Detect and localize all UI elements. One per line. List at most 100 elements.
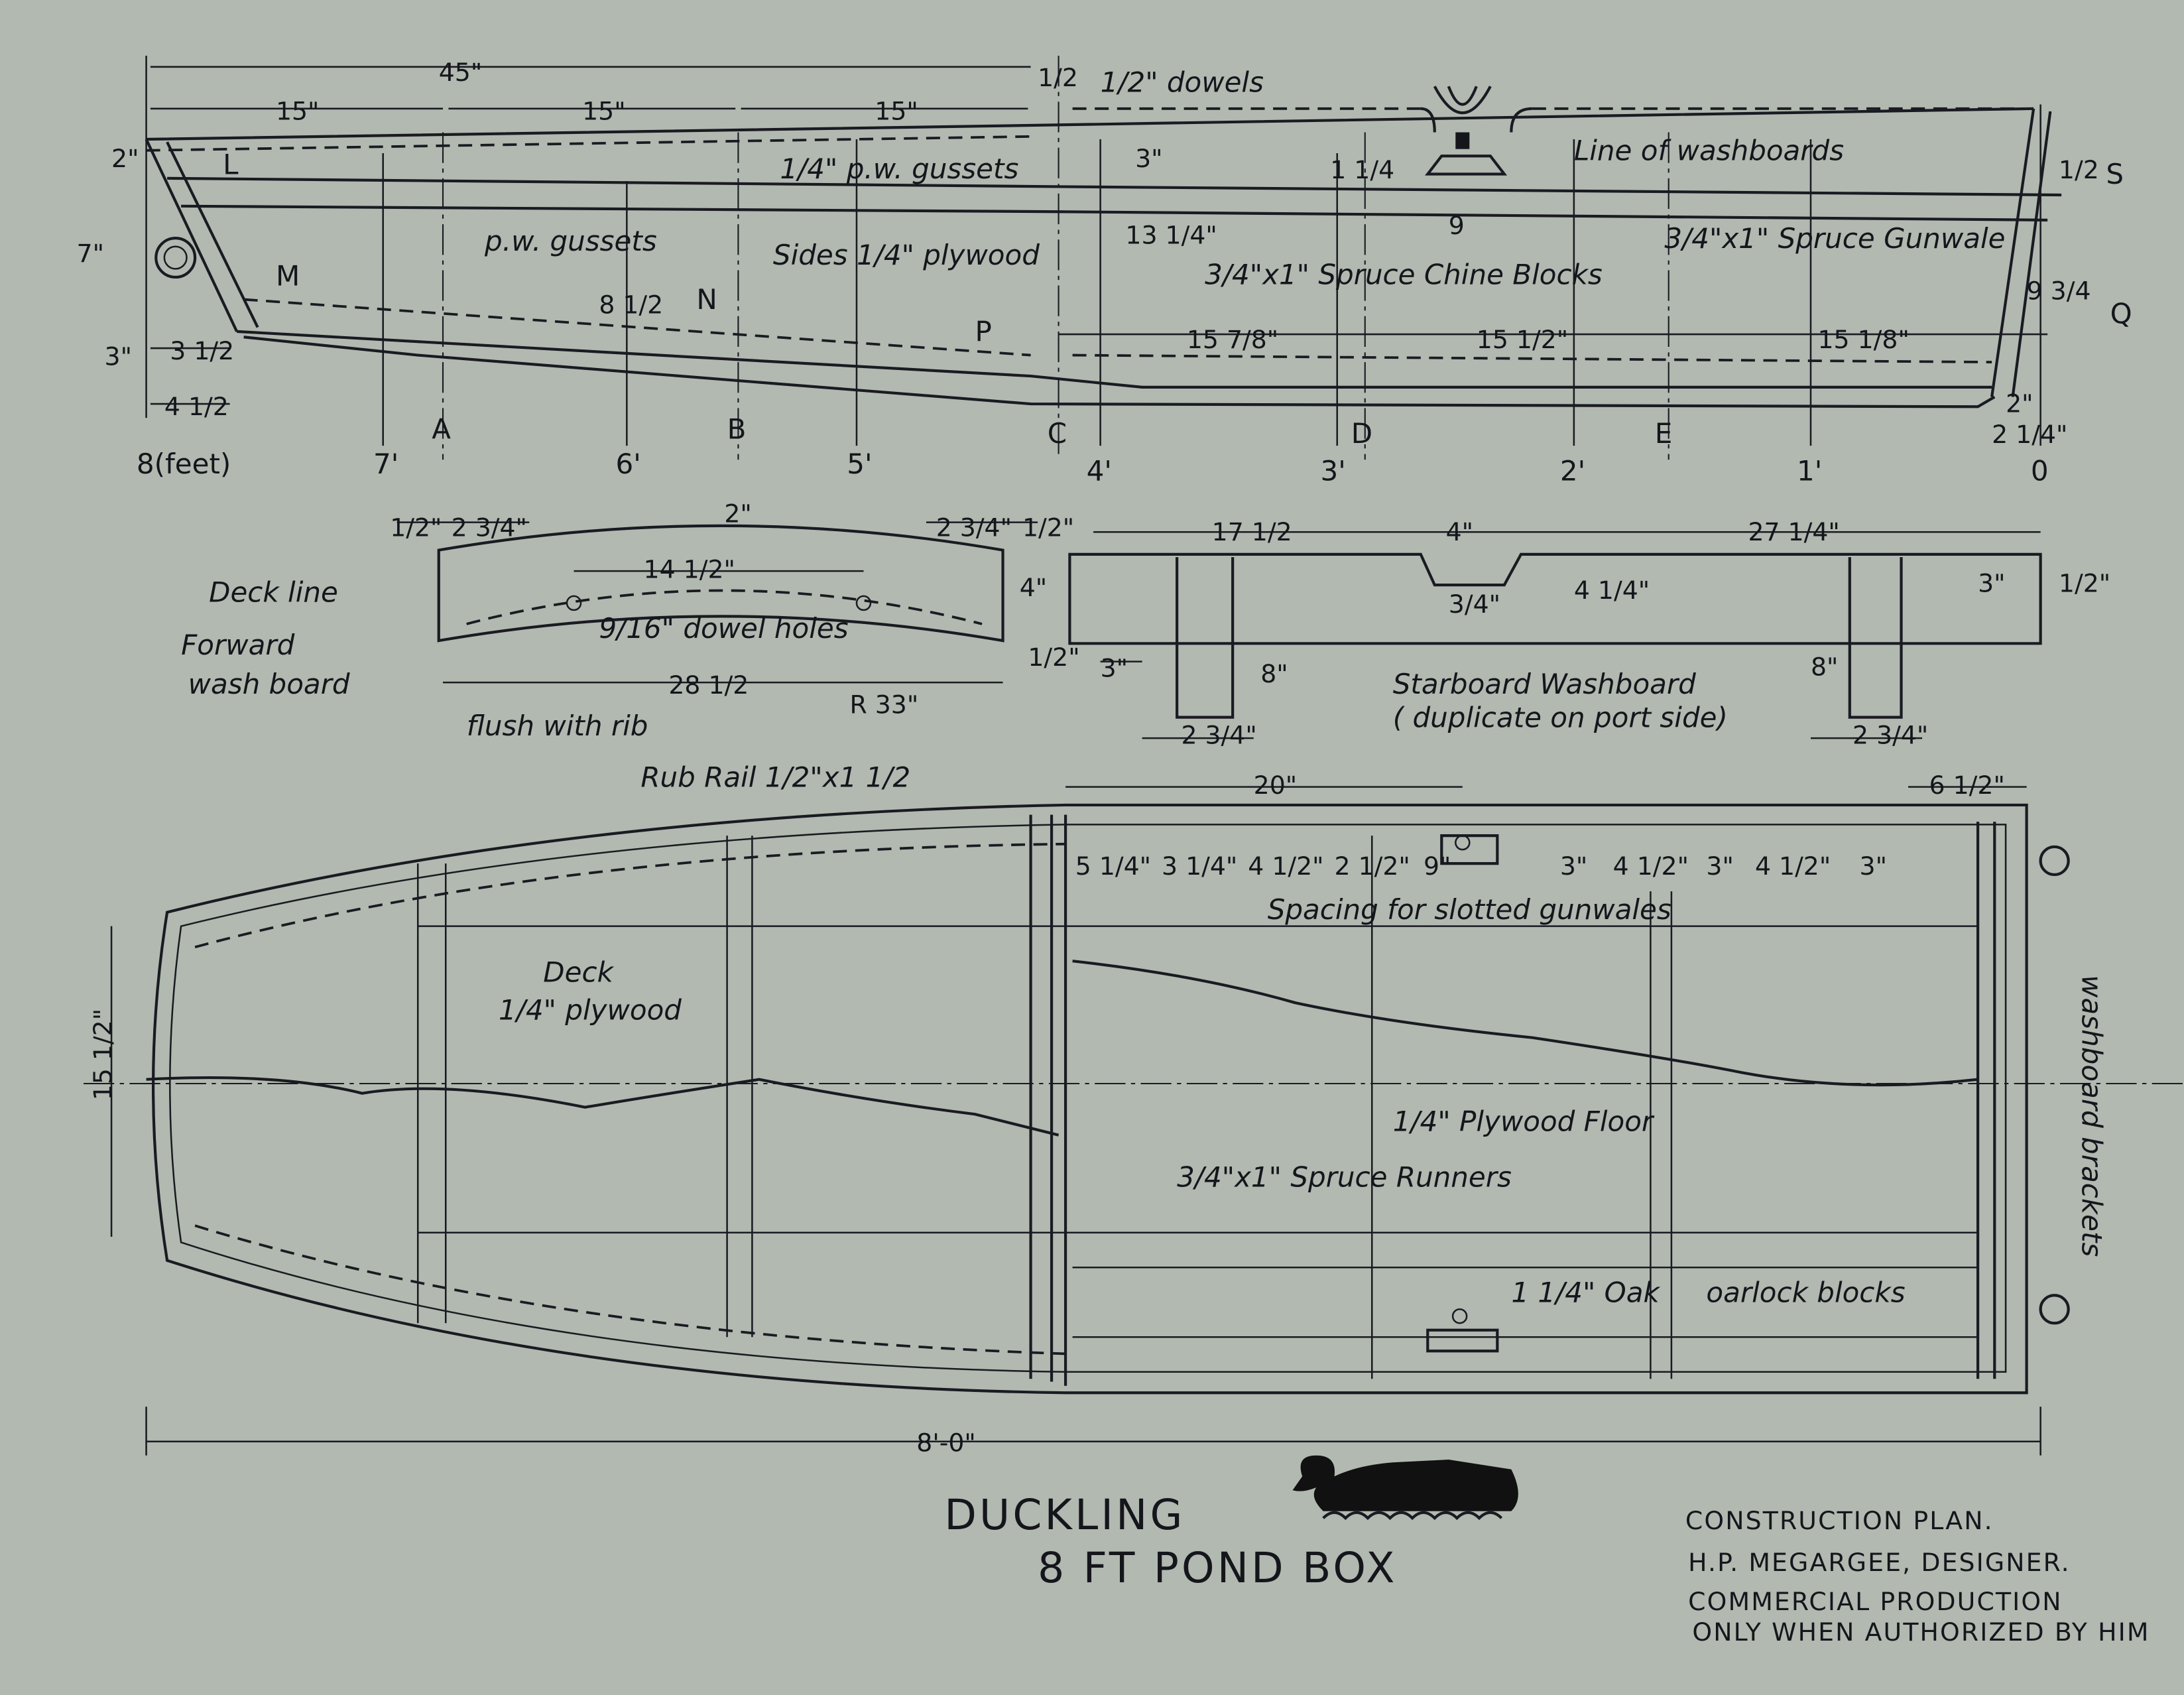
station-d: D: [1351, 417, 1372, 450]
dim-15-7-8: 15 7/8": [1187, 325, 1278, 354]
point-m: M: [276, 260, 300, 292]
gunwale-label: 3/4"x1" Spruce Gunwale: [1664, 222, 2005, 255]
hull-outline-plan: [151, 803, 2028, 1395]
feet-0: 0: [2031, 455, 2049, 487]
spacing-5: 9": [1424, 851, 1451, 881]
station-c: C: [1048, 417, 1067, 450]
spacing-6: 3": [1560, 851, 1587, 881]
dim-8-1-2: 8 1/2: [599, 290, 663, 320]
forward-label: Forward: [181, 629, 294, 661]
dim-2-3-4-right: 2 3/4": [936, 513, 1012, 542]
duck-logo-icon: [1292, 1455, 1518, 1521]
feet-2: 2': [1560, 455, 1585, 487]
dim-4-height: 4": [1020, 573, 1047, 602]
dim-2-right: 2": [2006, 389, 2033, 418]
boat-subtitle: 8 FT POND BOX: [1038, 1544, 1398, 1592]
dim-7: 7": [77, 239, 104, 268]
dim-9-3-4: 9 3/4: [2027, 277, 2091, 306]
pw-gussets-label: p.w. gussets: [484, 225, 657, 257]
dim-15-1-2: 15 1/2": [1477, 325, 1568, 354]
dim-6-1-2: 6 1/2": [1929, 771, 2005, 800]
point-q: Q: [2110, 297, 2132, 330]
dim-15-b: 15": [582, 97, 625, 126]
commercial-note-2: ONLY WHEN AUTHORIZED BY HIM: [1692, 1617, 2150, 1647]
spruce-runners-label: 3/4"x1" Spruce Runners: [1177, 1161, 1512, 1193]
dim-1-1-4: 1 1/4: [1330, 155, 1394, 184]
overall-length: 8'-0": [916, 1428, 976, 1457]
dim-20: 20": [1254, 771, 1297, 800]
point-n: N: [696, 283, 717, 316]
dim-3-4-notch: 3/4": [1449, 590, 1500, 619]
deck-plywood-label: 1/4" plywood: [499, 993, 682, 1026]
point-p: P: [975, 316, 992, 348]
plywood-floor-label: 1/4" Plywood Floor: [1393, 1105, 1655, 1137]
feet-1: 1': [1797, 455, 1822, 487]
starboard-washboard-subtitle: ( duplicate on port side): [1393, 701, 1728, 733]
feet-7: 7': [373, 448, 398, 480]
washboard-brackets-label: washboard brackets: [2076, 975, 2108, 1257]
dim-3-1-2: 3 1/2: [170, 336, 234, 365]
dim-14-1-2: 14 1/2": [644, 555, 735, 584]
dim-half-right: 1/2": [1022, 513, 1074, 542]
bow-profile: [145, 139, 259, 332]
oarlock-blocks-label: oarlock blocks: [1706, 1277, 1905, 1309]
station-lines: [145, 56, 2041, 460]
dim-s-half: 1/2: [2059, 155, 2099, 184]
dim-15-c: 15": [875, 97, 918, 126]
spacing-9: 4 1/2": [1755, 851, 1831, 881]
starboard-washboard-title: Starboard Washboard: [1393, 668, 1696, 700]
oak-label: 1 1/4" Oak: [1511, 1277, 1660, 1309]
dim-half-end: 1/2": [2059, 569, 2110, 598]
dim-9: 9: [1449, 211, 1465, 240]
station-e: E: [1655, 417, 1673, 450]
dim-13-1-4: 13 1/4": [1125, 221, 1217, 250]
feet-8: 8(feet): [137, 448, 231, 480]
feet-3: 3': [1321, 455, 1346, 487]
torn-edge: [146, 960, 1978, 1137]
sheer-line: [146, 107, 2034, 141]
dim-2: 2": [111, 144, 139, 173]
dim-4-notch: 4": [1446, 517, 1473, 546]
spacing-label: Spacing for slotted gunwales: [1268, 893, 1671, 926]
spacing-2: 3 1/4": [1162, 851, 1237, 881]
radius-33: R 33": [849, 690, 918, 719]
dim-2-3-4-left: 2 3/4": [452, 513, 527, 542]
wash-board-label: wash board: [188, 668, 350, 700]
feet-4: 4': [1087, 455, 1112, 487]
gunwale-line: [167, 176, 2062, 221]
pw-gussets-top-label: 1/4" p.w. gussets: [780, 153, 1018, 185]
oarlock-socket-icon: [1426, 834, 1499, 1353]
dim-4-1-4: 4 1/4": [1574, 576, 1650, 605]
bottom-line: [237, 330, 1996, 408]
feet-6: 6': [616, 448, 641, 480]
plan-view: Rub Rail 1/2"x1 1/2 20" 6 1/2" 5 1/4" 3 …: [84, 761, 2184, 1457]
sides-label: Sides 1/4" plywood: [773, 239, 1040, 271]
dowel-holes-label: 9/16" dowel holes: [599, 612, 848, 645]
starboard-washboard: 17 1/2 4" 27 1/4" 3/4" 4 1/4" 3" 1/2" 1/…: [1028, 517, 2110, 750]
spacing-4: 2 1/2": [1335, 851, 1410, 881]
construction-plan-label: CONSTRUCTION PLAN.: [1685, 1506, 1994, 1535]
transom-profile: [1990, 108, 2052, 397]
dim-8-a: 8": [1260, 659, 1288, 688]
spacing-7: 4 1/2": [1613, 851, 1689, 881]
flush-with-rib-label: flush with rib: [467, 710, 648, 742]
point-l: L: [223, 149, 239, 181]
dim-15-1-8: 15 1/8": [1817, 325, 1909, 354]
spacing-3: 4 1/2": [1248, 851, 1323, 881]
dim-45: 45": [439, 58, 482, 87]
spacing-10: 3": [1860, 851, 1887, 881]
dim-17-1-2: 17 1/2: [1212, 517, 1292, 546]
spacing-8: 3": [1706, 851, 1733, 881]
dim-half-top: 1/2: [1038, 63, 1078, 92]
dim-2-1-4: 2 1/4": [1992, 420, 2067, 449]
dim-2-crown: 2": [724, 499, 751, 529]
dim-15-1-2-plan: 15 1/2": [88, 1009, 117, 1100]
dim-2-3-4-b: 2 3/4": [1852, 721, 1928, 750]
commercial-note-1: COMMERCIAL PRODUCTION: [1688, 1587, 2063, 1616]
point-s: S: [2106, 158, 2124, 190]
dim-3: 3": [105, 342, 132, 371]
chine-blocks-label: 3/4"x1" Spruce Chine Blocks: [1205, 258, 1603, 290]
bracket-icon: [2039, 845, 2070, 877]
spacing-1: 5 1/4": [1075, 851, 1151, 881]
